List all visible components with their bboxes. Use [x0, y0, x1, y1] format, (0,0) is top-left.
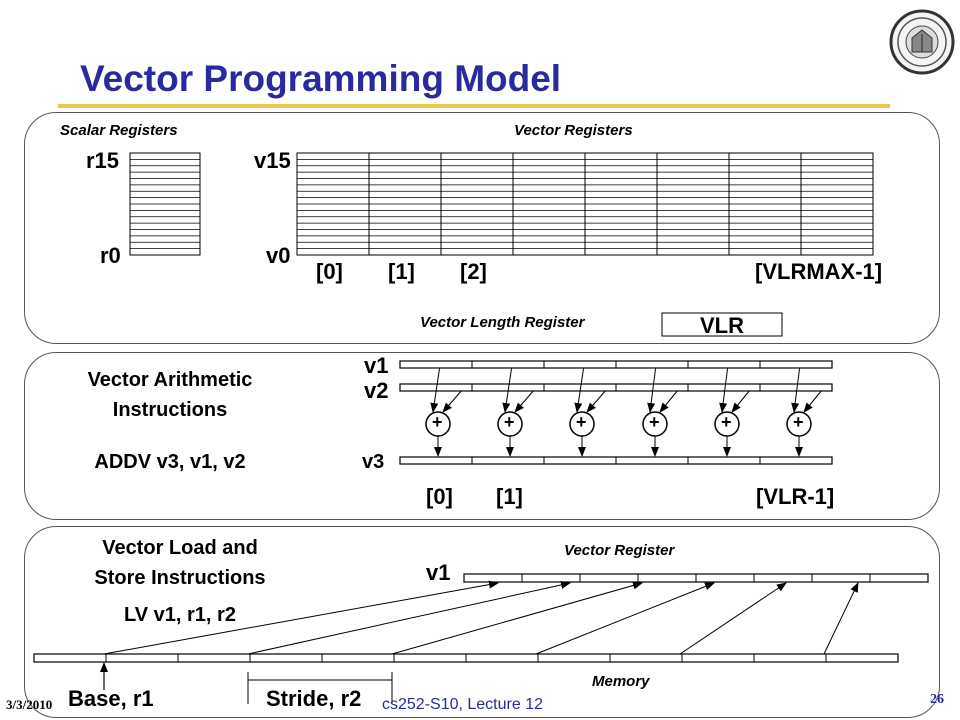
loadstore-heading-line1: Vector Load and: [102, 537, 258, 559]
memory-to-register-arrow: [679, 582, 787, 655]
footer-page-number: 26: [930, 692, 944, 707]
memory-to-register-arrow: [247, 581, 571, 655]
v1-to-adder-arrow: [430, 367, 441, 413]
v3-label: v3: [362, 451, 385, 473]
memory-to-register-arrow: [391, 581, 643, 655]
adder-plus-symbol: +: [432, 412, 443, 432]
vector-register-heading: Vector Register: [564, 542, 675, 559]
adder-plus-symbol: +: [576, 412, 587, 432]
v2-label: v2: [364, 378, 389, 403]
ls-v1-label: v1: [426, 560, 451, 585]
v1-to-adder-arrow: [719, 367, 729, 413]
arith-element-label-1: [1]: [496, 484, 523, 509]
v2-to-adder-arrow: [442, 390, 462, 413]
v1-to-adder-arrow: [647, 367, 657, 413]
adder-plus-symbol: +: [721, 412, 732, 432]
adder-plus-symbol: +: [793, 412, 804, 432]
arithmetic-heading-line1: Vector Arithmetic: [87, 369, 253, 391]
title-rule: [58, 104, 890, 108]
vector-registers-heading: Vector Registers: [514, 122, 633, 139]
scalar-register-file: [129, 152, 201, 256]
memory-label: Memory: [592, 673, 650, 690]
arith-element-label-0: [0]: [426, 484, 453, 509]
arithmetic-heading-line2: Instructions: [112, 399, 228, 421]
v1-to-adder-arrow: [574, 367, 585, 413]
v2-to-adder-arrow: [659, 390, 678, 413]
v15-label: v15: [254, 148, 291, 173]
vlr-register-box: [661, 312, 783, 337]
loadstore-panel: [24, 526, 940, 718]
element-label-0: [0]: [316, 259, 343, 284]
addv-instruction: ADDV v3, v1, v2: [94, 451, 246, 473]
footer-date: 3/3/2010: [6, 697, 53, 712]
lv-instruction: LV v1, r1, r2: [124, 604, 236, 626]
university-seal-icon: [889, 9, 955, 75]
element-label-2: [2]: [460, 259, 487, 284]
r15-label: r15: [86, 148, 120, 173]
v1-to-adder-arrow: [791, 367, 801, 413]
adder-plus-symbol: +: [504, 412, 515, 432]
r0-label: r0: [100, 243, 121, 268]
scalar-registers-heading: Scalar Registers: [60, 122, 178, 139]
v1-to-adder-arrow: [502, 367, 513, 413]
base-r1-label: Base, r1: [68, 686, 154, 711]
v2-to-adder-arrow: [731, 390, 750, 413]
page-title: Vector Programming Model: [80, 58, 562, 99]
stride-r2-label: Stride, r2: [266, 686, 362, 711]
adder-plus-symbol: +: [649, 412, 660, 432]
loadstore-heading-line2: Store Instructions: [94, 567, 266, 589]
vlr-caption: Vector Length Register: [420, 314, 585, 331]
element-label-1: [1]: [388, 259, 415, 284]
element-label-vlrmax: [VLRMAX-1]: [755, 259, 883, 284]
arith-element-label-vlr: [VLR-1]: [756, 484, 835, 509]
vlr-box-label: VLR: [700, 313, 744, 338]
memory-to-register-arrow: [535, 582, 715, 655]
footer-course: cs252-S10, Lecture 12: [382, 696, 543, 713]
v2-to-adder-arrow: [586, 390, 606, 413]
loadstore-diagram: [33, 573, 929, 704]
v0-label: v0: [266, 243, 291, 268]
v2-to-adder-arrow: [803, 390, 822, 413]
vector-register-file: [296, 152, 874, 256]
arithmetic-diagram: [399, 360, 833, 465]
arithmetic-panel: [24, 352, 940, 520]
memory-to-register-arrow: [103, 580, 499, 655]
v2-to-adder-arrow: [514, 390, 534, 413]
memory-to-register-arrow: [823, 582, 859, 655]
v1-label: v1: [364, 353, 389, 378]
